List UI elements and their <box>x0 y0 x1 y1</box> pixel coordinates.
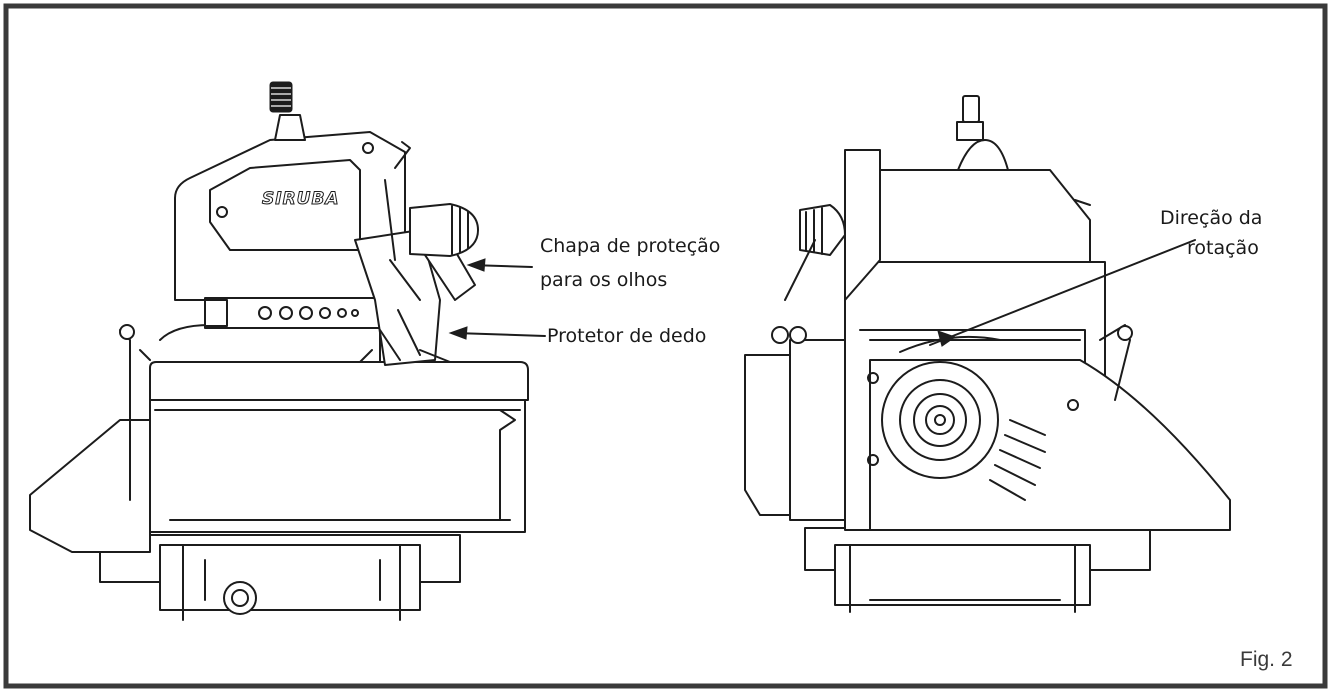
rotation-label-line1: Direção da <box>1160 207 1263 229</box>
left-machine-front-view: SIRUBA <box>29 81 546 621</box>
rotation-pointer-line <box>929 239 1196 346</box>
right-vent-slots <box>989 419 1046 501</box>
rotation-arrowhead <box>937 330 957 347</box>
right-upper-housing <box>844 169 1091 263</box>
figure-caption: Fig. 2 <box>1240 648 1293 671</box>
eye-guard-arrowhead <box>466 258 486 272</box>
eye-guard-label-line2: para os olhos <box>540 269 668 291</box>
finger-guard-label: Protetor de dedo <box>547 325 707 347</box>
left-top-knob <box>269 81 293 113</box>
eye-guard-label-line1: Chapa de proteção <box>540 235 721 257</box>
left-drain-plug <box>223 581 257 615</box>
finger-guard-pointer-line <box>454 332 546 337</box>
right-machine-side-view <box>744 95 1231 613</box>
left-upper-housing <box>174 131 406 301</box>
left-arm-plate <box>204 297 391 329</box>
right-top-knob-base <box>956 121 984 141</box>
siruba-logo: SIRUBA <box>262 189 340 209</box>
left-body-lower <box>149 399 526 533</box>
finger-guard-arrowhead <box>448 326 468 340</box>
right-top-knob <box>962 95 980 123</box>
right-tension-arm <box>844 149 881 301</box>
rotation-label-line2: rotação <box>1187 237 1259 259</box>
left-bed-top <box>149 361 529 401</box>
right-top-dome <box>957 139 1009 171</box>
right-base-block <box>834 544 1091 606</box>
right-handwheel <box>881 361 999 479</box>
left-top-knob-base <box>274 114 306 141</box>
